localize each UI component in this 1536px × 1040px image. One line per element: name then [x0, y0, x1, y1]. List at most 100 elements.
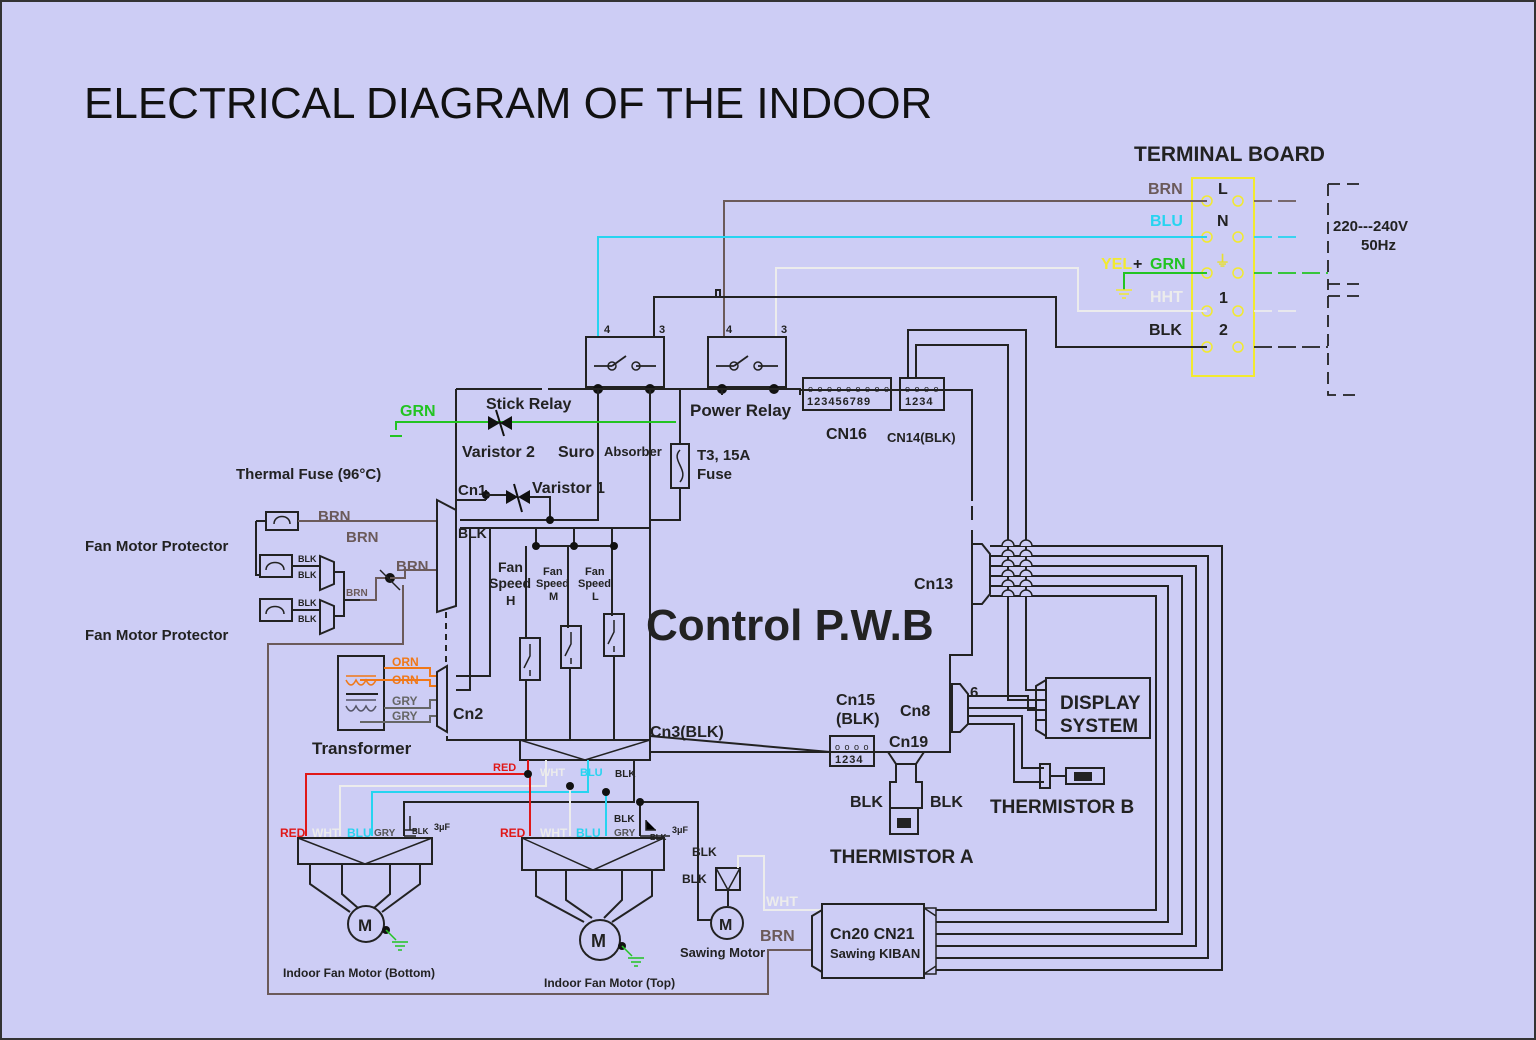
- thermistor-b-icon: [1039, 763, 1105, 789]
- indoor-fan-bottom-connector: [297, 816, 433, 865]
- cn14-connector: o o o o 1234: [899, 377, 945, 411]
- svg-text:3μF: 3μF: [672, 825, 689, 835]
- svg-text:Fan: Fan: [498, 559, 523, 575]
- svg-text:o o o o: o o o o: [905, 384, 940, 394]
- svg-text:o o o o o o o o o: o o o o o o o o o: [808, 384, 890, 394]
- thermistor-a-blk-left: BLK: [850, 794, 883, 811]
- fan-motor-protector-label-2: Fan Motor Protector: [85, 627, 228, 644]
- terminal-N: N: [1217, 213, 1229, 230]
- cn3-connector: [519, 739, 651, 761]
- svg-text:RED: RED: [493, 762, 516, 774]
- display-system-label-1: DISPLAY: [1060, 693, 1141, 714]
- power-relay-label: Power Relay: [690, 401, 792, 420]
- svg-text:GRY: GRY: [614, 828, 636, 839]
- svg-text:3μF: 3μF: [434, 822, 451, 832]
- cn19-label: Cn19: [889, 734, 928, 751]
- sawing-brn-label: BRN: [760, 928, 795, 945]
- svg-text:o o o o: o o o o: [835, 742, 870, 752]
- display-system-label-2: SYSTEM: [1060, 716, 1138, 737]
- wire-label-grn: GRN: [1150, 256, 1186, 273]
- svg-text:M: M: [719, 917, 732, 934]
- fan-speed-h-relay-icon: [519, 637, 541, 681]
- supply-frequency: 50Hz: [1361, 237, 1396, 254]
- svg-text:ORN: ORN: [392, 655, 419, 669]
- cn13-connector: [971, 543, 991, 605]
- wire-label-plus: +: [1133, 256, 1142, 273]
- svg-text:BLK: BLK: [298, 570, 317, 580]
- svg-text:WHT: WHT: [312, 826, 340, 840]
- ground-icon: [1116, 289, 1132, 299]
- varistor-2-icon: [488, 409, 512, 437]
- cn16-connector: o o o o o o o o o 123456789: [802, 377, 892, 411]
- cn14-label: CN14(BLK): [887, 430, 956, 445]
- svg-text:GRY: GRY: [392, 694, 418, 708]
- varistor-1-icon: [506, 483, 530, 513]
- svg-text:GRY: GRY: [392, 709, 418, 723]
- power-relay-pin-3: 3: [781, 324, 787, 336]
- protector-brn-label: BRN: [346, 529, 379, 546]
- supply-voltage: 220---240V: [1333, 218, 1408, 235]
- fan-speed-l-relay-icon: [603, 613, 625, 657]
- sawing-kiban-board: [811, 903, 937, 979]
- sawing-motor-label: Sawing Motor: [680, 945, 765, 960]
- control-pwb-label: Control P.W.B: [646, 601, 934, 650]
- stick-relay-label: Stick Relay: [486, 396, 571, 413]
- cn3-label: Cn3(BLK): [650, 724, 724, 741]
- cn-blk-left-connector: [436, 498, 457, 614]
- transformer: [337, 655, 385, 731]
- terminal-board-title: TERMINAL BOARD: [1134, 143, 1325, 166]
- fuse-icon: [670, 443, 690, 489]
- cn13-pin-6: 6: [970, 684, 978, 701]
- svg-text:Fan: Fan: [585, 566, 605, 578]
- svg-text:L: L: [592, 591, 599, 603]
- fan-motor-protector-2-icon: [259, 598, 335, 636]
- terminal-board-box: [1191, 177, 1255, 377]
- svg-text:BLK: BLK: [650, 833, 667, 842]
- transformer-label: Transformer: [312, 739, 412, 758]
- svg-text:BLK: BLK: [615, 769, 636, 780]
- thermistor-a-label: THERMISTOR A: [830, 847, 974, 868]
- svg-text:RED: RED: [500, 826, 526, 840]
- terminal-board: TERMINAL BOARD L N ⏚ 1 2 BRN BLU YEL + G…: [1101, 143, 1408, 396]
- thermal-fuse-brn-label: BRN: [318, 508, 351, 525]
- wire-label-hht: HHT: [1150, 289, 1183, 306]
- fan-speed-m-relay-icon: [560, 625, 582, 669]
- cn16-label: CN16: [826, 426, 867, 443]
- supply-wires: [597, 200, 1207, 348]
- svg-text:BLK: BLK: [298, 598, 317, 608]
- terminal-L: L: [1218, 181, 1228, 198]
- surge-absorber-label-2: Absorber: [604, 444, 662, 459]
- cn15-label-2: (BLK): [836, 711, 880, 728]
- wire-label-brn: BRN: [1148, 181, 1183, 198]
- cn13-label: Cn13: [914, 576, 953, 593]
- sawing-motor-blk-1: BLK: [692, 845, 717, 859]
- cn20-cn21-label: Cn20 CN21: [830, 926, 915, 943]
- thermistor-b-label: THERMISTOR B: [990, 797, 1134, 818]
- cn2-connector: [436, 664, 448, 734]
- svg-text:Speed: Speed: [536, 578, 569, 590]
- indoor-fan-bottom-label: Indoor Fan Motor (Bottom): [283, 966, 435, 980]
- varistor-2-label: Varistor 2: [462, 444, 535, 461]
- svg-text:BLK: BLK: [412, 827, 429, 836]
- svg-text:M: M: [591, 931, 606, 951]
- wire-label-yel: YEL: [1101, 256, 1132, 273]
- thermal-fuse-label: Thermal Fuse (96°C): [236, 466, 381, 483]
- cn15-label-1: Cn15: [836, 692, 875, 709]
- power-relay-pin-4: 4: [726, 324, 733, 336]
- cn2-label: Cn2: [453, 706, 483, 723]
- terminal-2: 2: [1219, 322, 1228, 339]
- svg-text:M: M: [549, 591, 558, 603]
- svg-text:H: H: [506, 593, 515, 608]
- sawing-kiban-label: Sawing KIBAN: [830, 946, 920, 961]
- svg-text:BRN: BRN: [346, 588, 368, 599]
- cn8-label: Cn8: [900, 703, 930, 720]
- cn15-pins: 1234: [835, 754, 863, 766]
- grn-ground-label: GRN: [400, 403, 436, 420]
- svg-text:BLK: BLK: [298, 614, 317, 624]
- indoor-fan-top-motor-icon: M: [535, 870, 653, 967]
- svg-text:Speed: Speed: [489, 575, 531, 591]
- svg-text:Speed: Speed: [578, 578, 611, 590]
- switch-brn-label: BRN: [396, 558, 429, 575]
- fuse-label-2: Fuse: [697, 466, 732, 483]
